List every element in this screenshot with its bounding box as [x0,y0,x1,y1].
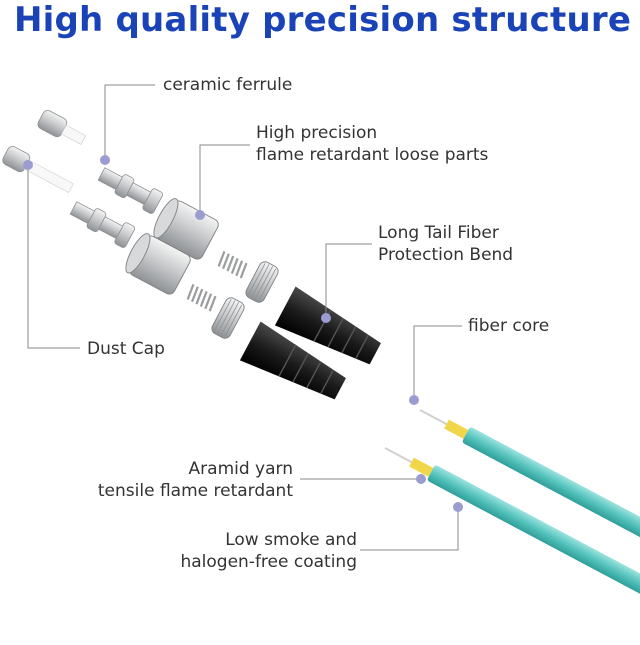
spring-lower [186,283,217,312]
leader-ceramic-ferrule [104,84,155,160]
cable-lower [384,447,640,607]
page-title: High quality precision structure [14,0,632,40]
label-dust-cap: Dust Cap [87,339,165,359]
ferrule-holder-upper [97,167,163,214]
marker-fiber-core [409,395,419,405]
leader-dust-cap [27,165,80,349]
label-tail-bend: Long Tail Fiber Protection Bend [378,223,514,265]
leader-loose-parts [199,144,250,215]
knurled-nut-upper [245,261,279,303]
label-coating: Low smoke and halogen-free coating [180,530,357,572]
knurled-nut-lower [211,297,245,339]
label-ceramic-ferrule: ceramic ferrule [163,75,293,95]
marker-ceramic-ferrule [100,155,110,165]
leader-tail-bend [325,243,372,318]
label-aramid: Aramid yarn tensile flame retardant [97,459,293,501]
tail-boot-lower [239,321,346,400]
tail-boot-upper [274,286,381,365]
coupling-sleeve-lower [125,233,191,295]
lower-connector-assembly [2,145,640,607]
spring-upper [217,250,248,279]
ceramic-ferrule-upper [37,110,87,145]
marker-loose-parts [195,210,205,220]
marker-dust-cap [23,160,33,170]
leader-coating [360,507,459,551]
marker-tail-bend [321,313,331,323]
marker-aramid [416,474,426,484]
label-loose-parts: High precision flame retardant loose par… [256,123,489,165]
label-fiber-core: fiber core [468,316,550,336]
ferrule-holder-lower [69,201,135,248]
leader-lines [27,84,462,551]
dust-cap-lower [2,145,74,193]
marker-dots [23,155,463,512]
leader-fiber-core [413,325,462,400]
marker-coating [453,502,463,512]
cable-upper [419,409,640,554]
upper-connector-assembly [37,110,640,554]
